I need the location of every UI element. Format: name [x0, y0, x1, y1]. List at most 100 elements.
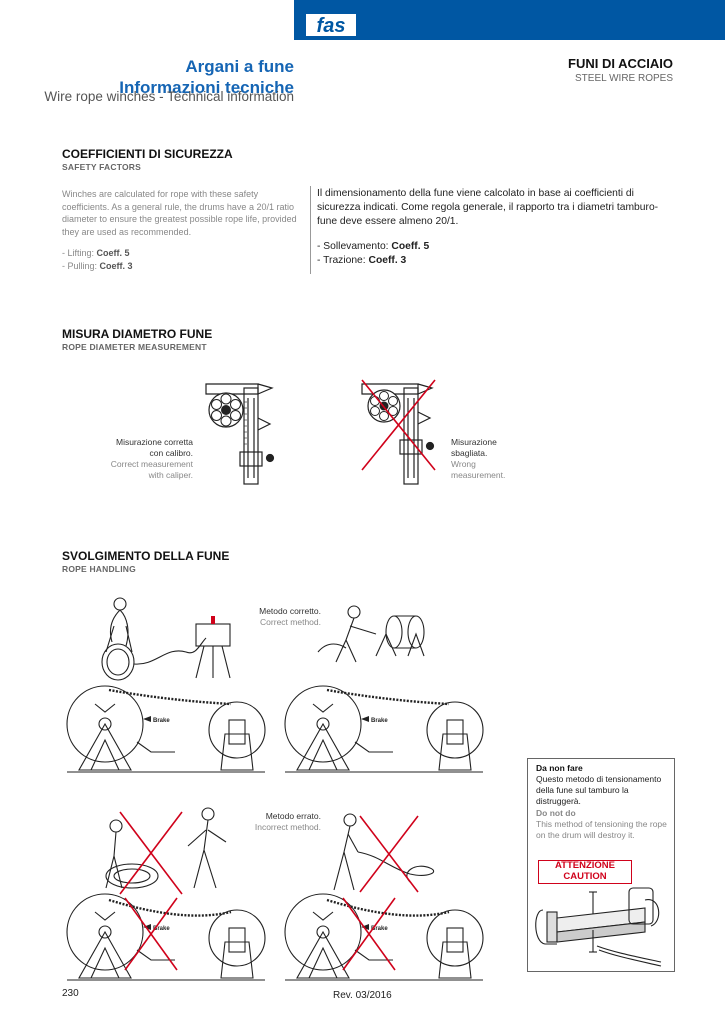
- diameter-heading: MISURA DIAMETRO FUNE: [62, 327, 213, 341]
- pulley-stand: [220, 733, 254, 771]
- brake-arm: [354, 741, 393, 753]
- rope-section-icon: [208, 392, 244, 428]
- drum-clamp-illustration: [535, 887, 662, 967]
- wrong-coil-illustration: [105, 807, 227, 895]
- caution-it: ATTENZIONE: [555, 860, 615, 871]
- caption-en-2: with caliper.: [148, 470, 193, 480]
- page-title: Argani a fune Informazioni tecniche: [0, 56, 294, 98]
- brake-arm: [136, 949, 175, 961]
- caption-it-1: Misurazione: [451, 437, 497, 447]
- logo-text: fas: [317, 15, 346, 37]
- red-cross-icon: [119, 811, 183, 895]
- drum-hub: [98, 717, 112, 731]
- drum-outline: [66, 893, 144, 971]
- page-subtitle: Wire rope winches - Technical informatio…: [44, 89, 294, 104]
- top-banner: [0, 0, 725, 40]
- caption-it-2: sbagliata.: [451, 448, 488, 458]
- caption-en-2: measurement.: [451, 470, 506, 480]
- safety-en-text: Winches are calculated for rope with the…: [62, 189, 297, 237]
- correct-caliper-illustration: [205, 383, 275, 485]
- caption-en: Incorrect method.: [254, 822, 321, 832]
- warning-title-it: Da non fare: [536, 763, 583, 773]
- list-item: - Sollevamento: Coeff. 5: [317, 241, 430, 252]
- drum-stand: [78, 722, 132, 771]
- drum-outline: [66, 685, 144, 763]
- pulley-block: [228, 719, 246, 745]
- winch-correct-1: Brake: [66, 685, 266, 773]
- cross-line: [124, 897, 178, 971]
- red-cross-icon: [342, 897, 396, 971]
- brake-label: Brake: [371, 926, 388, 932]
- correct-coil-illustration: [101, 597, 231, 681]
- safety-en-list: - Lifting: Coeff. 5 - Pulling: Coeff. 3: [62, 247, 300, 272]
- list-item: - Trazione: Coeff. 3: [317, 255, 407, 266]
- pulley-outline: [426, 909, 484, 967]
- pulley-block: [228, 927, 246, 953]
- list-item: - Lifting: Coeff. 5: [62, 248, 130, 258]
- brake-label: Brake: [371, 718, 388, 724]
- drum-hub: [316, 925, 330, 939]
- rope-line: [326, 688, 450, 706]
- handling-subheading: ROPE HANDLING: [62, 564, 136, 574]
- caption-en-1: Wrong: [451, 459, 476, 469]
- pulley-stand: [220, 941, 254, 979]
- category-title: FUNI DI ACCIAIO: [568, 56, 673, 71]
- safety-it-list: - Sollevamento: Coeff. 5 - Trazione: Coe…: [317, 240, 677, 268]
- drum-support: [94, 703, 116, 713]
- correct-caption: Misurazione corretta con calibro. Correc…: [80, 437, 193, 481]
- brake-arrow-icon: [143, 716, 151, 722]
- warning-title-en: Do not do: [536, 808, 576, 818]
- winch-wrong-1: Brake: [66, 893, 266, 981]
- drum-stand: [296, 722, 350, 771]
- pulley-block: [446, 719, 464, 745]
- pulley-block: [446, 927, 464, 953]
- column-divider: [310, 186, 311, 274]
- winch-correct-2: Brake: [284, 685, 484, 773]
- list-item: - Pulling: Coeff. 3: [62, 260, 133, 271]
- cross-line: [342, 897, 396, 971]
- caption-en: Correct method.: [260, 617, 321, 627]
- drum-stand: [78, 930, 132, 979]
- diameter-subheading: ROPE DIAMETER MEASUREMENT: [62, 342, 207, 352]
- title-line-2: Informazioni tecniche: [119, 78, 294, 97]
- brake-arm: [136, 741, 175, 753]
- rope-line: [108, 688, 232, 706]
- red-cross-icon: [124, 897, 178, 971]
- brake-arrow-icon: [361, 716, 369, 722]
- drum-hub: [316, 717, 330, 731]
- wrong-pull-illustration: [333, 813, 435, 893]
- wrong-caption: Misurazione sbagliata. Wrong measurement…: [451, 437, 531, 481]
- winch-drawing: [66, 685, 266, 773]
- brake-arrow-icon: [361, 924, 369, 930]
- caution-en: CAUTION: [563, 870, 607, 882]
- winch-drawing: [66, 893, 266, 981]
- caution-badge: ATTENZIONE CAUTION: [538, 860, 632, 884]
- pulley-outline: [208, 909, 266, 967]
- caption-en-1: Correct measurement: [110, 459, 193, 469]
- drum-outline: [284, 685, 362, 763]
- drum-support: [94, 911, 116, 921]
- safety-it-text: Il dimensionamento della fune viene calc…: [317, 188, 659, 227]
- pulley-outline: [208, 701, 266, 759]
- correct-reel-illustration: [317, 605, 425, 663]
- brake-arm: [354, 949, 393, 961]
- safety-subheading: SAFETY FACTORS: [62, 162, 141, 172]
- brake-arrow-icon: [143, 924, 151, 930]
- fas-logo: fas: [300, 14, 360, 40]
- caption-it: Metodo errato.: [265, 811, 321, 821]
- warning-box: [527, 758, 675, 972]
- winch-drawing: [284, 685, 484, 773]
- rope-line: [108, 898, 232, 917]
- brake-label: Brake: [153, 718, 170, 724]
- warning-text-it: Questo metodo di tensionamento della fun…: [536, 774, 662, 806]
- winch-wrong-2: Brake: [284, 893, 484, 981]
- warning-text-en: This method of tensioning the rope on th…: [536, 819, 667, 840]
- caption-it-1: Misurazione corretta: [115, 437, 193, 447]
- caption-it: Metodo corretto.: [259, 606, 321, 616]
- red-cross-icon: [359, 815, 419, 893]
- correct-method-caption: Metodo corretto. Correct method.: [220, 606, 321, 628]
- title-line-1: Argani a fune: [185, 57, 294, 76]
- revision-label: Rev. 03/2016: [333, 990, 392, 1001]
- pulley-stand: [438, 941, 472, 979]
- rope-line: [326, 898, 450, 917]
